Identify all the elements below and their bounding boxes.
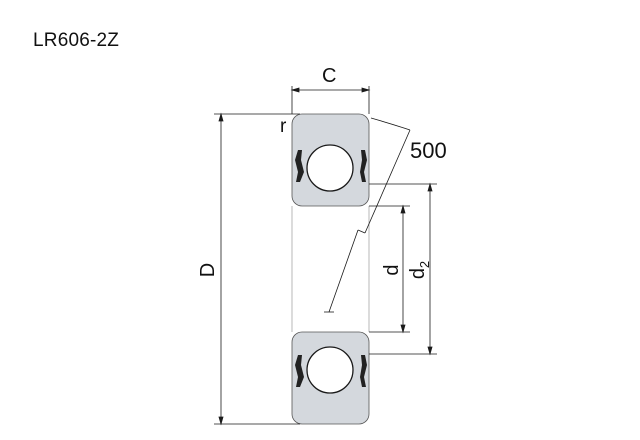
width-dimension	[290, 86, 371, 114]
inner-ring-diameter-label: d2	[407, 261, 432, 279]
width-label: C	[322, 65, 336, 87]
bore-label: d	[381, 264, 403, 275]
corner-radius-label: r	[280, 116, 287, 137]
lower-bearing-section	[291, 331, 370, 425]
upper-bearing-section	[291, 113, 370, 207]
upper-ball	[306, 144, 354, 192]
crown-radius-leader	[324, 117, 411, 313]
inner-ring-diameter-dimension	[369, 182, 437, 356]
bore-dimension	[369, 204, 410, 334]
lower-ball	[306, 346, 354, 394]
lower-right-shield	[360, 355, 367, 387]
upper-left-shield	[295, 150, 304, 182]
inner-ring-diameter-letter: d	[407, 268, 429, 279]
part-number-title: LR606-2Z	[33, 30, 120, 51]
lower-left-shield	[295, 355, 304, 387]
crown-radius-label: 500	[410, 138, 447, 163]
inner-ring-diameter-subscript: 2	[417, 261, 432, 268]
inner-ring-diameter-label-group: d2	[407, 261, 432, 279]
upper-right-shield	[360, 150, 367, 182]
outer-diameter-label: D	[197, 263, 219, 277]
outer-diameter-dimension	[214, 112, 300, 426]
